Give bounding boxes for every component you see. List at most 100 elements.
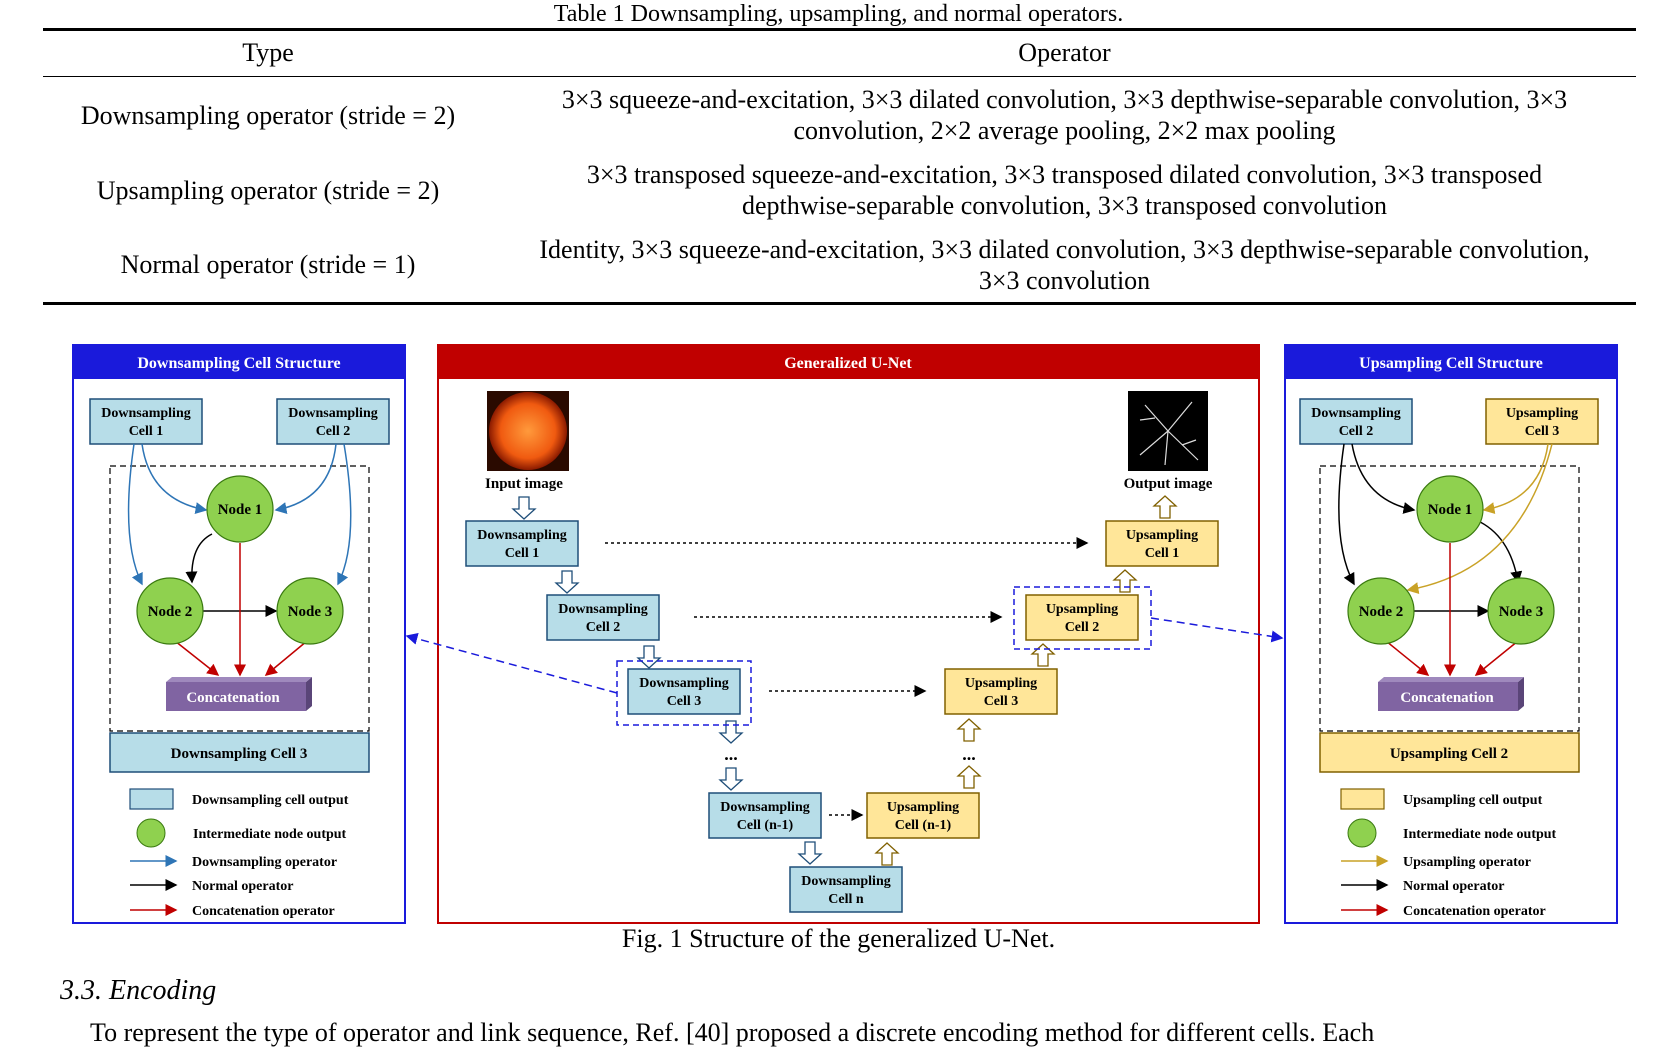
up-node-1 [1416,475,1484,543]
up-cell-panel: Upsampling Cell Structure Downsampling C… [1284,344,1618,924]
up-op-arrow [1406,443,1553,595]
unet-down-cell-n-1-line2: Cell (n-1) [737,818,794,833]
flow-down-arrow [797,841,823,865]
unet-down-cell-3 [627,668,741,715]
table-row-3-operator-line1: Identity, 3×3 squeeze-and-excitation, 3×… [539,235,1590,264]
unet-up-cell-n-1-line2: Cell (n-1) [895,818,952,833]
unet-up-cell-3-line2: Cell 3 [984,694,1019,709]
flow-up-arrow [956,718,982,742]
legend-up-op-label: Upsampling operator [1403,855,1531,870]
up-concat-box-side [1518,677,1524,711]
unet-down-cell-2 [546,594,660,641]
down-node-3-label: Node 3 [288,604,333,620]
up-panel-input-cell-2 [1485,398,1599,445]
legend-concat-op-label: Concatenation operator [1403,904,1546,919]
flow-up-arrow [1112,569,1138,593]
normal-op-arrow [1475,519,1523,584]
zoom-link-up [1150,617,1284,643]
legend-node-label: Intermediate node output [1403,827,1557,842]
up-panel-input-cell-1-line2: Cell 2 [1339,424,1374,439]
table-row-3-operator: Identity, 3×3 squeeze-and-excitation, 3×… [493,234,1636,296]
down-op-arrow [127,443,143,586]
table-row-1-type: Downsampling operator (stride = 2) [80,101,456,130]
unet-down-cell-2-line2: Cell 2 [586,620,621,635]
normal-op-arrow [1351,443,1416,514]
table-header-rule [43,76,1636,77]
down-panel-input-cell-2 [276,398,390,445]
table-top-rule [43,28,1636,31]
down-node-2 [136,577,204,645]
flow-up-arrow [956,765,982,789]
table-row-3-operator-line2: 3×3 convolution [978,266,1151,295]
flow-up-arrow [1152,495,1178,519]
legend-concat-op-label: Concatenation operator [192,904,335,919]
unet-up-cell-2-line1: Upsampling [1046,602,1118,617]
down-op-arrow [274,443,337,514]
legend-node-swatch [1347,818,1377,848]
flow-down-arrow [636,645,662,669]
normal-op-arrow [1338,443,1355,586]
legend-down-op-label: Downsampling operator [192,855,337,870]
unet-up-cell-n-1 [866,792,980,839]
up-op-arrow [1482,443,1549,515]
legend-node-swatch [136,818,166,848]
unet-up-cell-1 [1105,520,1219,567]
table-header-operator: Operator [1018,38,1111,67]
concat-op-arrow [1474,640,1519,676]
table-row-1-operator-line1: 3×3 squeeze-and-excitation, 3×3 dilated … [561,85,1568,114]
section-heading: 3.3. Encoding [60,975,217,1006]
table-row-1-operator: 3×3 squeeze-and-excitation, 3×3 dilated … [493,84,1636,146]
unet-up-cell-2 [1025,594,1139,641]
unet-down-cell-n-line1: Downsampling [801,874,890,889]
down-panel-input-cell-2-line1: Downsampling [288,406,377,421]
down-op-arrow [141,443,208,515]
down-panel-title: Downsampling Cell Structure [137,355,340,372]
unet-up-cell-1-line1: Upsampling [1126,528,1198,543]
flow-up-arrow [874,842,900,866]
up-node-3 [1487,577,1555,645]
down-concat-box-side [306,677,312,711]
concat-op-arrow [264,640,308,676]
zoom-link-down [405,632,618,694]
flow-down-arrow [718,720,744,744]
up-concat-label: Concatenation [1400,690,1494,706]
flow-down-arrow [511,496,537,520]
unet-panel: Generalized U-Net Input image Output ima… [405,344,1284,924]
unet-panel-title-bar [438,345,1259,379]
table-row-3-type: Normal operator (stride = 1) [120,250,416,279]
down-panel-input-cell-1-line2: Cell 1 [129,424,164,439]
down-op-arrow [337,443,352,586]
unet-up-cell-1-line2: Cell 1 [1145,546,1180,561]
up-panel-cell-boundary [1319,465,1580,732]
table-row-2-operator: 3×3 transposed squeeze-and-excitation, 3… [493,159,1636,221]
unet-down-cell-3-line1: Downsampling [639,676,728,691]
unet-down-cell-n [789,866,903,913]
legend-up-cell-swatch [1340,788,1385,810]
flow-down-arrow [554,570,580,594]
unet-down-cell-2-line1: Downsampling [558,602,647,617]
up-node-3-label: Node 3 [1499,604,1544,620]
down-node-1-label: Node 1 [218,502,263,518]
up-node-2-label: Node 2 [1359,604,1404,620]
table-caption: Table 1 Downsampling, upsampling, and no… [553,1,1124,27]
down-node-1 [206,475,274,543]
legend-normal-op-label: Normal operator [1403,879,1504,894]
input-image-label: Input image [485,476,563,492]
legend-node-label: Intermediate node output [193,827,347,842]
unet-up-cell-3 [944,668,1058,715]
down-panel-input-cell-1 [89,398,203,445]
up-node-2 [1347,577,1415,645]
down-panel-cell-boundary [109,465,370,732]
table-row-1-operator-line2: convolution, 2×2 average pooling, 2×2 ma… [793,116,1336,145]
up-ellipsis: ... [962,744,976,764]
up-panel-output-cell [1319,732,1580,773]
unet-up-cell-n-1-line1: Upsampling [887,800,959,815]
generalized-unet-figure: Downsampling Cell Structure Downsampling… [72,344,1618,924]
down-panel-input-cell-1-line1: Downsampling [101,406,190,421]
unet-down-cell-1-line1: Downsampling [477,528,566,543]
up-panel-input-cell-1 [1299,398,1413,445]
down-panel-title-bar [73,345,405,379]
section-paragraph: To represent the type of operator and li… [90,1018,1375,1047]
concat-op-arrow [174,640,220,676]
up-panel-title: Upsampling Cell Structure [1359,355,1543,372]
